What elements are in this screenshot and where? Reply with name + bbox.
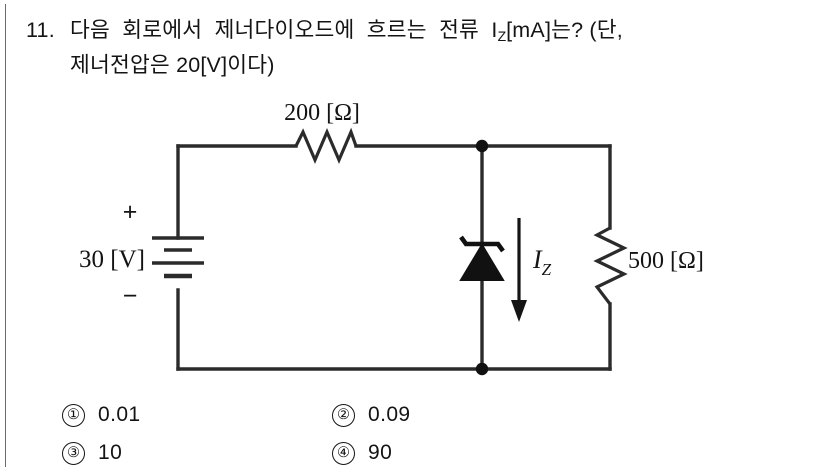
question-text-line-2: 제너전압은 20[V]이다)	[70, 53, 275, 77]
junction-node-bottom	[475, 362, 489, 376]
polarity-plus-sign: +	[123, 198, 138, 226]
current-arrow-head	[511, 300, 527, 322]
load-resistor-500-ohm	[593, 226, 628, 305]
answer-choices: ① 0.01 ② 0.09 ③ 10 ④ 90	[62, 396, 622, 472]
current-arrow-iz	[511, 218, 527, 322]
circuit-diagram: 200 [Ω] 500 [Ω] 30 [V] + −	[0, 80, 826, 390]
source-voltage-label: 30 [V]	[79, 246, 145, 273]
zener-diode	[459, 235, 505, 281]
choice-text-4: 90	[368, 441, 393, 464]
question-subscript-z: Z	[497, 28, 507, 44]
choice-option-4[interactable]: ④ 90	[332, 441, 392, 465]
zener-anode-triangle	[459, 243, 505, 281]
choice-marker-1: ①	[62, 403, 85, 427]
choice-text-1: 0.01	[98, 403, 141, 426]
choice-marker-4: ④	[332, 441, 355, 465]
choice-marker-2: ②	[332, 403, 355, 427]
choice-option-2[interactable]: ② 0.09	[332, 403, 410, 427]
current-label-main: I	[532, 245, 543, 274]
series-resistor-200-ohm	[294, 127, 358, 165]
choice-row-1: ① 0.01 ② 0.09	[62, 396, 622, 434]
choice-marker-3: ③	[62, 441, 85, 465]
series-resistor-label: 200 [Ω]	[284, 100, 360, 126]
current-label-iz: IZ	[532, 245, 552, 279]
resistor-zigzag-vertical	[593, 226, 628, 305]
choice-text-2: 0.09	[368, 403, 411, 426]
choice-text-3: 10	[98, 441, 123, 464]
load-resistor-label: 500 [Ω]	[628, 248, 704, 274]
junction-node-top	[475, 139, 489, 153]
current-label-subscript: Z	[542, 260, 552, 279]
question-line-2: 제너전압은 20[V]이다)	[26, 49, 786, 82]
resistor-zigzag-horizontal	[294, 127, 358, 165]
battery-symbol	[152, 236, 204, 279]
choice-option-1[interactable]: ① 0.01	[62, 403, 332, 427]
question-text-part-2: [mA]는? (단,	[506, 18, 623, 42]
question-text-part-1: 다음 회로에서 제너다이오드에 흐르는 전류 I	[70, 18, 498, 42]
polarity-minus-sign: −	[123, 282, 138, 310]
choice-option-3[interactable]: ③ 10	[62, 441, 332, 465]
page-edge-rule	[5, 4, 6, 467]
zener-cathode-bar	[459, 235, 505, 253]
question-number: 11.	[26, 18, 55, 42]
choice-row-2: ③ 10 ④ 90	[62, 434, 622, 472]
